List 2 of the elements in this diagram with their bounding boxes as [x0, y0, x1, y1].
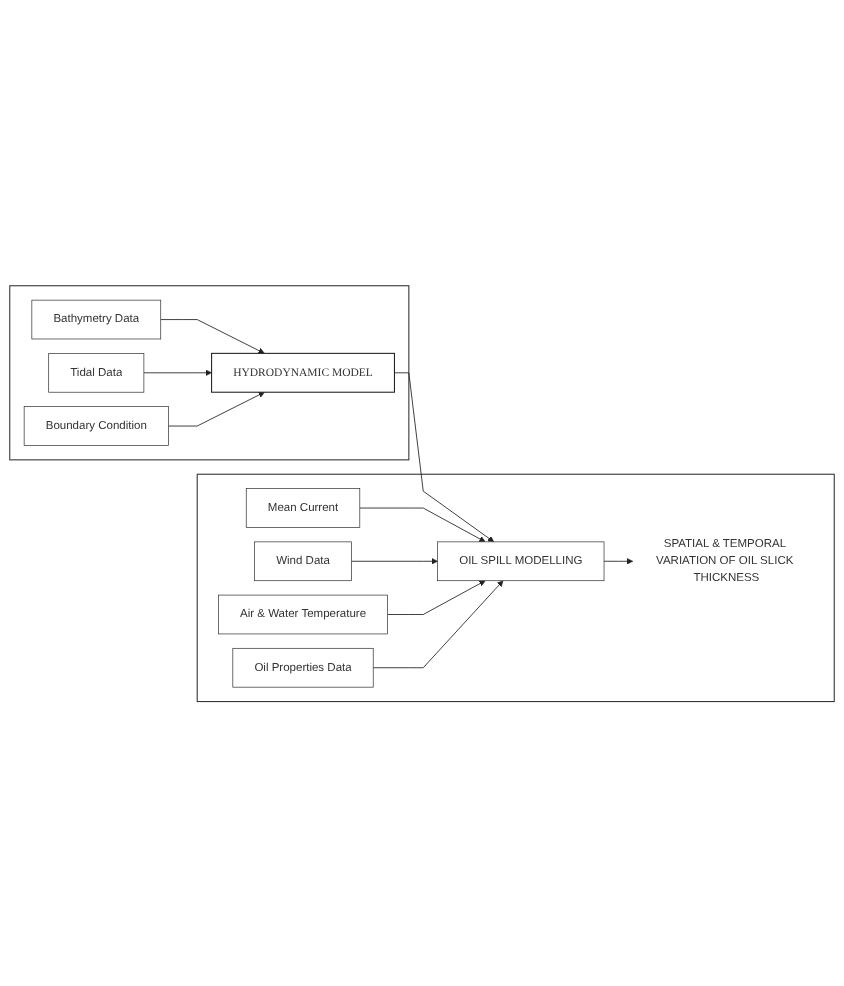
cluster [196, 473, 835, 702]
cluster [9, 284, 410, 460]
